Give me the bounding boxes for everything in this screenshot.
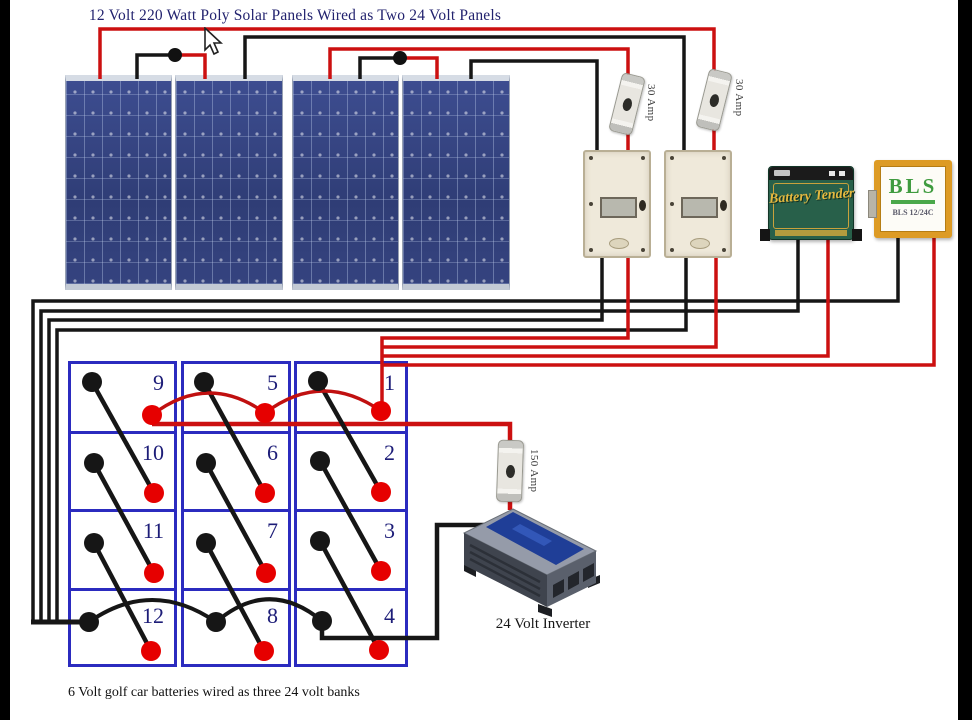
- solar-panel-4: [402, 75, 510, 290]
- bls-logo-text: BLS: [888, 174, 938, 198]
- tender-bottom-strip: [775, 230, 847, 236]
- battery-positive-parallel-arcs: [150, 389, 382, 417]
- battery-number: 8: [267, 603, 278, 628]
- solar-fuse-2-label: 30 Amp: [733, 79, 745, 117]
- battery-number: 1: [384, 370, 395, 395]
- wire-series-jumper2-positive: [399, 56, 439, 79]
- charge-controller-2: [664, 150, 732, 258]
- screw-icon: [722, 248, 726, 252]
- wire-series-jumper2-negative: [358, 56, 401, 79]
- bls-side-tab: [868, 190, 877, 218]
- solar-panel-1: [65, 75, 172, 290]
- wire-tender-negative-bus: [39, 236, 800, 620]
- wire-series-jumper1-negative: [135, 53, 176, 79]
- screw-icon: [589, 248, 593, 252]
- screw-icon: [722, 156, 726, 160]
- tender-led: [829, 171, 835, 176]
- battery-number: 3: [384, 518, 395, 543]
- controller-label-stamp: [690, 238, 710, 249]
- wire-controller2-negative-bus: [55, 256, 688, 620]
- controller-label-stamp: [609, 238, 629, 249]
- tender-face-border: [773, 183, 849, 229]
- wire-controller1-positive-bus: [380, 256, 630, 409]
- wire-pair2-negative-to-controller1: [469, 59, 599, 152]
- battery-negative-parallel-arcs: [87, 597, 324, 624]
- wire-pair1-negative-to-controller2: [243, 35, 686, 152]
- controller-indicator: [720, 200, 727, 211]
- battery-number: 4: [384, 603, 395, 628]
- solar-junction-dots: [168, 48, 407, 65]
- right-letterbox-bar: [958, 0, 972, 720]
- controller-indicator: [639, 200, 646, 211]
- battery-number: 11: [142, 518, 164, 543]
- wire-bls-positive-bus: [383, 238, 936, 367]
- wire-controller2-positive-bus: [383, 256, 718, 349]
- controller-display: [681, 197, 718, 218]
- battery-positive-terminals: [141, 401, 391, 661]
- charge-controller-1: [583, 150, 651, 258]
- solar-fuse-1-label: 30 Amp: [645, 84, 657, 122]
- bls-green-bar: [891, 200, 935, 204]
- wire-negative-to-inverter: [319, 522, 489, 641]
- screw-icon: [641, 248, 645, 252]
- battery-tender-device: Battery Tender: [760, 166, 862, 241]
- solar-panel-2: [175, 75, 283, 290]
- battery-fuse-label: 150 Amp: [528, 449, 540, 493]
- battery-number: 5: [267, 370, 278, 395]
- tender-mount-flange: [760, 229, 770, 241]
- battery-bank-caption: 6 Volt golf car batteries wired as three…: [68, 685, 360, 700]
- battery-number: 2: [384, 440, 395, 465]
- left-letterbox-bar: [0, 0, 10, 720]
- wire-bls-negative-bus: [31, 238, 900, 620]
- diagram-title: 12 Volt 220 Watt Poly Solar Panels Wired…: [88, 7, 502, 24]
- screw-icon: [589, 156, 593, 160]
- battery-number: 7: [267, 518, 278, 543]
- battery-number: 9: [153, 370, 164, 395]
- bls-device: BLS BLS 12/24C: [868, 160, 952, 238]
- tender-top-cap: [769, 167, 853, 180]
- controller-display: [600, 197, 637, 218]
- wire-series-jumper1-positive: [174, 53, 207, 79]
- screw-icon: [670, 156, 674, 160]
- screw-icon: [641, 156, 645, 160]
- wire-controller1-negative-bus: [47, 256, 604, 620]
- wire-tender-positive-bus: [383, 236, 830, 358]
- battery-negative-terminals: [79, 371, 332, 632]
- screw-icon: [670, 248, 674, 252]
- mouse-cursor: [204, 27, 224, 56]
- battery-number: 10: [142, 440, 164, 465]
- inverter-illustration: [462, 508, 600, 617]
- battery-number: 12: [142, 603, 164, 628]
- bls-model-text: BLS 12/24C: [892, 208, 934, 217]
- battery-number: 6: [267, 440, 278, 465]
- battery-cell-3: 3: [294, 509, 408, 591]
- battery-fuse-150a: [495, 439, 525, 503]
- tender-led: [839, 171, 845, 176]
- battery-series-links: [90, 379, 383, 653]
- tender-mount-flange: [852, 229, 862, 241]
- solar-panel-3: [292, 75, 399, 290]
- tender-brand-tag: [774, 170, 790, 176]
- screw-icon: [589, 202, 593, 206]
- wire-pair2-positive-to-fuse1: [328, 47, 630, 152]
- inverter-caption: 24 Volt Inverter: [495, 616, 591, 632]
- screw-icon: [670, 202, 674, 206]
